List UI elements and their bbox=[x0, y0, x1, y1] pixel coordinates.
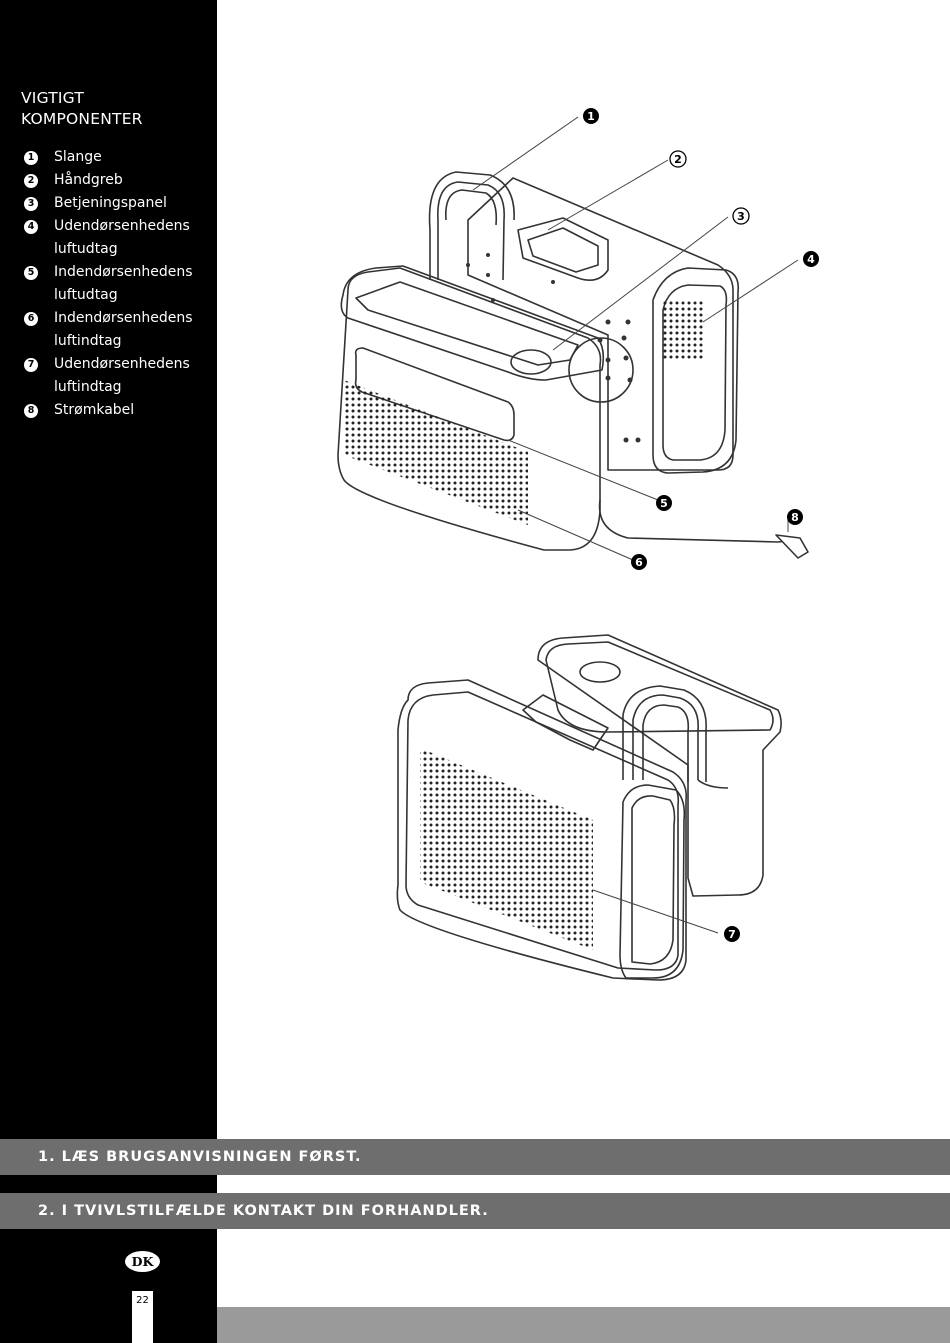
callout-1-label: 1 bbox=[587, 110, 595, 123]
callout-5: 5 bbox=[656, 495, 672, 511]
page-number: 22 bbox=[136, 1295, 149, 1306]
component-label: luftindtag bbox=[54, 333, 122, 349]
notice-band-2: 2. I TVIVLSTILFÆLDE KONTAKT DIN FORHANDL… bbox=[0, 1193, 950, 1229]
component-item: 1 Slange bbox=[22, 146, 212, 169]
hose bbox=[437, 181, 505, 281]
bottom-bar bbox=[217, 1307, 950, 1343]
component-label: luftudtag bbox=[54, 241, 118, 257]
callout-8: 8 bbox=[787, 509, 803, 525]
outdoor-unit-front bbox=[396, 679, 688, 981]
section-heading: VIGTIGT KOMPONENTER bbox=[21, 88, 143, 130]
hose-joint bbox=[568, 337, 634, 403]
callout-8-label: 8 bbox=[791, 511, 799, 524]
component-label: Indendørsenhedens bbox=[54, 264, 193, 280]
language-badge: DK bbox=[125, 1251, 160, 1272]
outdoor-handle-bottom bbox=[522, 694, 609, 751]
outdoor-side-frame bbox=[652, 267, 740, 474]
callout-1: 1 bbox=[583, 108, 599, 124]
component-label: Udendørsenhedens bbox=[54, 218, 190, 234]
component-label: luftudtag bbox=[54, 287, 118, 303]
indoor-top-rim bbox=[340, 265, 605, 381]
outdoor-grille-bottom bbox=[420, 748, 593, 950]
component-number: 6 bbox=[24, 312, 38, 326]
outdoor-grille bbox=[663, 300, 703, 360]
component-number: 2 bbox=[24, 174, 38, 188]
callout-2-label: 2 bbox=[674, 153, 682, 166]
callout-5-label: 5 bbox=[660, 497, 668, 510]
callout-3-label: 3 bbox=[737, 210, 745, 223]
callout-6-label: 6 bbox=[635, 556, 643, 569]
heading-line-1: VIGTIGT bbox=[21, 89, 84, 107]
component-item: 3 Betjeningspanel bbox=[22, 192, 212, 215]
component-label: Strømkabel bbox=[54, 402, 135, 418]
component-label: Indendørsenhedens bbox=[54, 310, 193, 326]
indoor-unit-back bbox=[537, 634, 782, 897]
indoor-unit-body bbox=[337, 267, 602, 551]
callout-4: 4 bbox=[803, 251, 819, 267]
indoor-grille bbox=[344, 380, 528, 525]
notice-read-manual: 1. LÆS BRUGSANVISNINGEN FØRST. bbox=[38, 1149, 362, 1165]
callout-7: 7 bbox=[724, 926, 740, 942]
component-item: 8 Strømkabel bbox=[22, 399, 212, 422]
component-label: luftindtag bbox=[54, 379, 122, 395]
component-label: Udendørsenhedens bbox=[54, 356, 190, 372]
outdoor-handle bbox=[517, 217, 609, 281]
component-number: 4 bbox=[24, 220, 38, 234]
power-cable bbox=[598, 499, 799, 543]
callout-2: 2 bbox=[669, 150, 687, 168]
component-number: 8 bbox=[24, 404, 38, 418]
heading-line-2: KOMPONENTER bbox=[21, 110, 143, 128]
component-list: 1 Slange 2 Håndgreb 3 Betjeningspanel 4 … bbox=[22, 146, 212, 422]
callout-3: 3 bbox=[732, 207, 750, 225]
component-item: 2 Håndgreb bbox=[22, 169, 212, 192]
component-number: 1 bbox=[24, 151, 38, 165]
callout-6: 6 bbox=[631, 554, 647, 570]
notice-contact-dealer: 2. I TVIVLSTILFÆLDE KONTAKT DIN FORHANDL… bbox=[38, 1203, 489, 1219]
component-number: 7 bbox=[24, 358, 38, 372]
control-panel bbox=[510, 349, 552, 375]
component-label: Håndgreb bbox=[54, 172, 123, 188]
product-illustration: 1 2 3 4 5 6 7 8 bbox=[337, 108, 819, 981]
component-number: 5 bbox=[24, 266, 38, 280]
component-item: 4 Udendørsenhedens luftudtag bbox=[22, 215, 212, 261]
component-number: 3 bbox=[24, 197, 38, 211]
callout-7-label: 7 bbox=[728, 928, 736, 941]
sidebar: VIGTIGT KOMPONENTER 1 Slange 2 Håndgreb … bbox=[0, 0, 217, 1343]
component-item: 7 Udendørsenhedens luftindtag bbox=[22, 353, 212, 399]
outdoor-unit-body bbox=[467, 177, 734, 471]
component-item: 6 Indendørsenhedens luftindtag bbox=[22, 307, 212, 353]
page-number-box: 22 bbox=[132, 1291, 153, 1343]
hose-bottom bbox=[632, 694, 699, 780]
component-label: Slange bbox=[54, 149, 102, 165]
component-item: 5 Indendørsenhedens luftudtag bbox=[22, 261, 212, 307]
notice-band-1: 1. LÆS BRUGSANVISNINGEN FØRST. bbox=[0, 1139, 950, 1175]
callout-4-label: 4 bbox=[807, 253, 815, 266]
component-label: Betjeningspanel bbox=[54, 195, 167, 211]
